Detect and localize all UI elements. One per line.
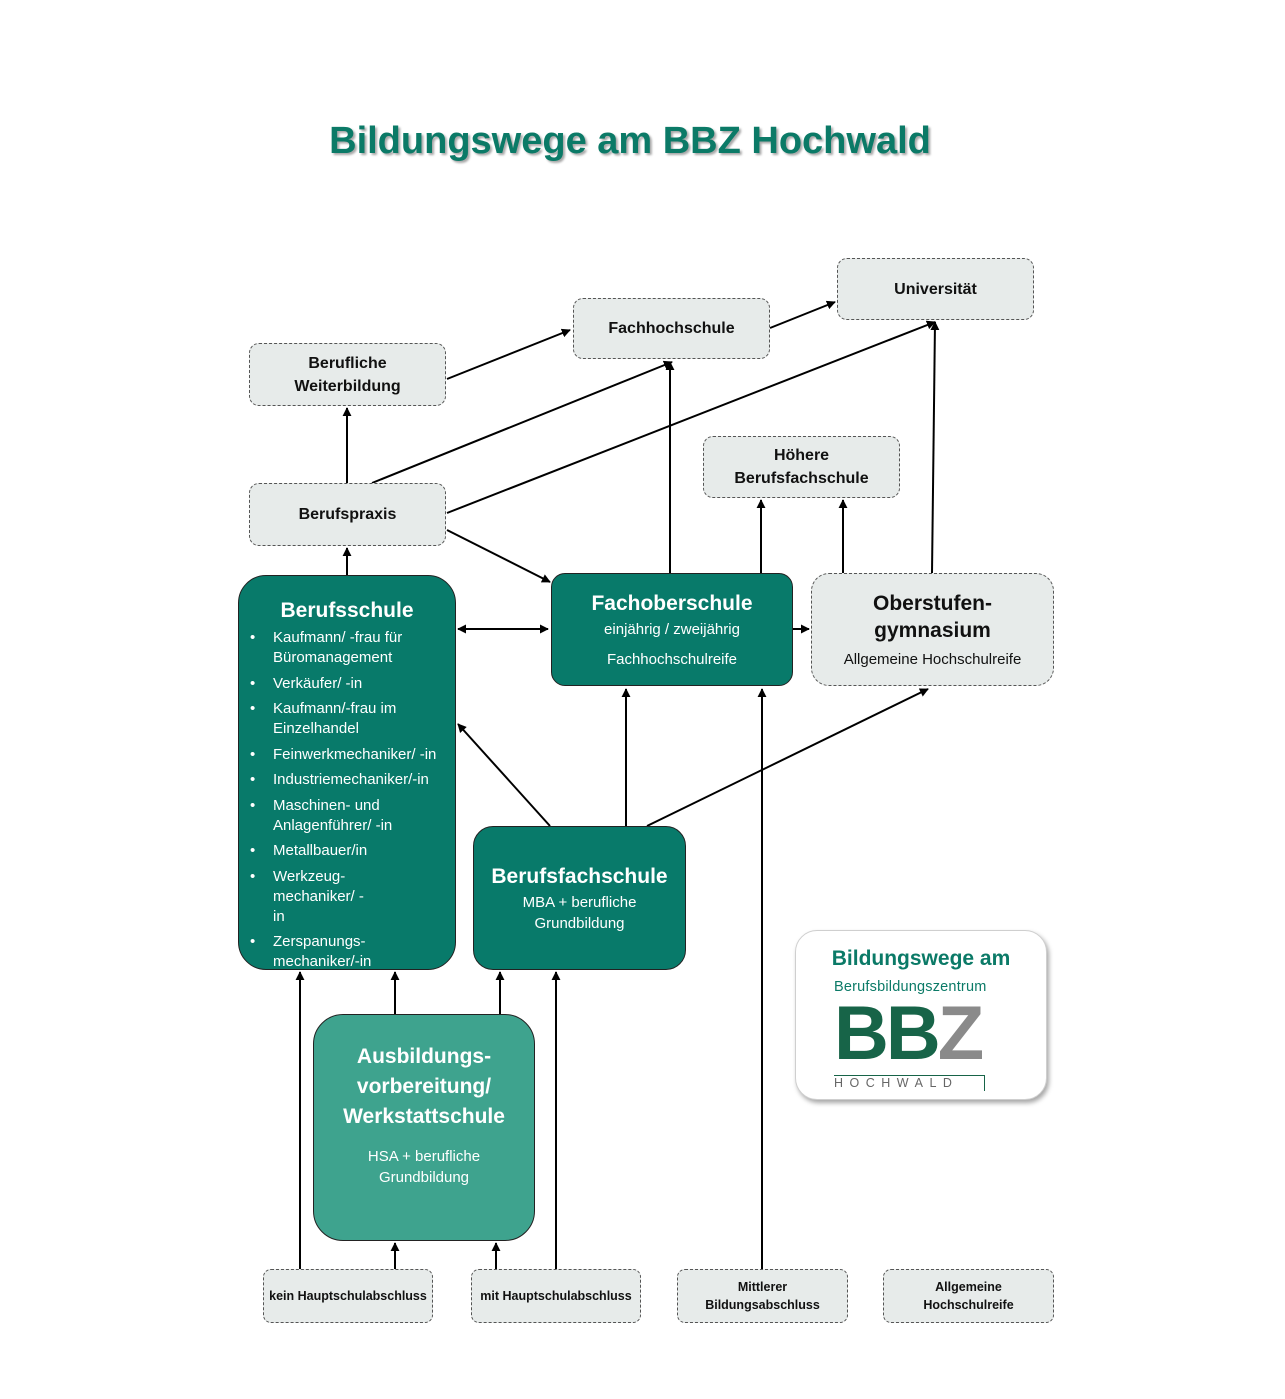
node-berufspraxis: Berufspraxis — [249, 483, 446, 546]
logo-bbz-mark: BBZ — [834, 991, 984, 1076]
node-hoehere-line1: Höhere — [773, 447, 830, 464]
node-fachhochschule: Fachhochschule — [573, 298, 770, 359]
list-item: Verkäufer/ -in — [239, 674, 455, 694]
list-item: Zerspanungs-mechaniker/-in — [239, 932, 455, 972]
node-weiterbildung-line2: Weiterbildung — [294, 377, 401, 395]
page-title: Bildungswege am BBZ Hochwald — [329, 120, 931, 162]
arrow-berufspraxis-fachhochschule — [371, 360, 673, 484]
node-berufsschule-title: Berufsschule — [280, 599, 414, 622]
node-fos-line1: einjährig / zweijährig — [604, 621, 740, 638]
bbz-logo: Bildungswege am Berufsbildungszentrum BB… — [795, 930, 1047, 1100]
arrow-bfs-berufsschule — [457, 723, 551, 827]
node-berufsschule: Berufsschule Kaufmann/ -frau für Büroman… — [238, 575, 456, 970]
logo-subtitle: Berufsbildungszentrum — [834, 979, 987, 995]
arrow-oberstufe-universitaet — [930, 321, 940, 574]
node-av-title2: vorbereitung/ — [356, 1075, 492, 1098]
list-item: Feinwerkmechaniker/ -in — [239, 745, 455, 765]
node-oberstufe-title2: gymnasium — [874, 618, 991, 642]
entry-allgemeine-hochschulreife: Allgemeine Hochschulreife — [883, 1269, 1054, 1323]
list-item: Werkzeug-mechaniker/ -in — [239, 867, 455, 927]
node-fachoberschule: Fachoberschule einjährig / zweijährig Fa… — [551, 573, 793, 686]
node-berufspraxis-label: Berufspraxis — [298, 506, 397, 523]
node-av-line2: Grundbildung — [378, 1169, 470, 1186]
arrow-weiterbildung-fachhochschule — [446, 328, 571, 380]
entry-kein-hauptschulabschluss: kein Hauptschulabschluss — [263, 1269, 433, 1323]
node-oberstufengymnasium: Oberstufen- gymnasium Allgemeine Hochsch… — [811, 573, 1054, 686]
entry-mit-hauptschulabschluss: mit Hauptschulabschluss — [471, 1269, 641, 1323]
node-hoehere-line2: Berufsfachschule — [734, 470, 869, 487]
list-item: Kaufmann/-frau im Einzelhandel — [239, 699, 455, 739]
node-av-title1: Ausbildungs- — [356, 1045, 492, 1068]
arrow-berufspraxis-universitaet — [446, 320, 936, 514]
node-av-title3: Werkstattschule — [343, 1105, 505, 1128]
berufsschule-list: Kaufmann/ -frau für Büromanagement Verkä… — [239, 628, 455, 978]
entry-allg-line2: Hochschulreife — [923, 1298, 1014, 1312]
node-hoehere-berufsfachschule: Höhere Berufsfachschule — [703, 436, 900, 498]
node-oberstufe-title1: Oberstufen- — [872, 591, 992, 615]
node-berufliche-weiterbildung: Berufliche Weiterbildung — [249, 343, 446, 406]
list-item: Maschinen- und Anlagenführer/ -in — [239, 796, 455, 836]
entry-mittlerer-bildungsabschluss: Mittlerer Bildungsabschluss — [677, 1269, 848, 1323]
node-ausbildungsvorbereitung: Ausbildungs- vorbereitung/ Werkstattschu… — [313, 1014, 535, 1241]
node-bfs-title: Berufsfachschule — [491, 865, 668, 888]
entry-allg-line1: Allgemeine — [935, 1280, 1002, 1294]
entry-mit-hsa-label: mit Hauptschulabschluss — [480, 1289, 632, 1303]
node-berufsfachschule: Berufsfachschule MBA + berufliche Grundb… — [473, 826, 686, 970]
node-av-line1: HSA + berufliche — [367, 1148, 481, 1165]
logo-title: Bildungswege am — [831, 947, 1011, 970]
node-weiterbildung-line1: Berufliche — [308, 354, 387, 372]
node-fos-line2: Fachhochschulreife — [606, 651, 738, 668]
node-universitaet: Universität — [837, 258, 1034, 320]
node-fachhochschule-label: Fachhochschule — [608, 320, 735, 337]
logo-hochwald: HOCHWALD — [834, 1075, 985, 1091]
list-item: Metallbauer/in — [239, 841, 455, 861]
arrow-bfs-oberstufe — [646, 688, 929, 827]
entry-mittlerer-line2: Bildungsabschluss — [705, 1298, 820, 1312]
node-bfs-line1: MBA + berufliche — [522, 894, 637, 911]
node-oberstufe-line1: Allgemeine Hochschulreife — [843, 650, 1022, 668]
node-universitaet-label: Universität — [894, 280, 977, 298]
logo-z: Z — [937, 991, 984, 1076]
list-item: Kaufmann/ -frau für Büromanagement — [239, 628, 455, 668]
arrow-berufspraxis-fachoberschule — [446, 529, 551, 583]
node-fos-title: Fachoberschule — [591, 592, 753, 615]
node-bfs-line2: Grundbildung — [534, 915, 625, 932]
logo-bb: BB — [834, 991, 941, 1076]
arrow-fachhochschule-universitaet — [769, 300, 836, 329]
entry-mittlerer-line1: Mittlerer — [737, 1280, 788, 1294]
list-item: Industriemechaniker/-in — [239, 770, 455, 790]
entry-kein-hsa-label: kein Hauptschulabschluss — [269, 1289, 427, 1303]
